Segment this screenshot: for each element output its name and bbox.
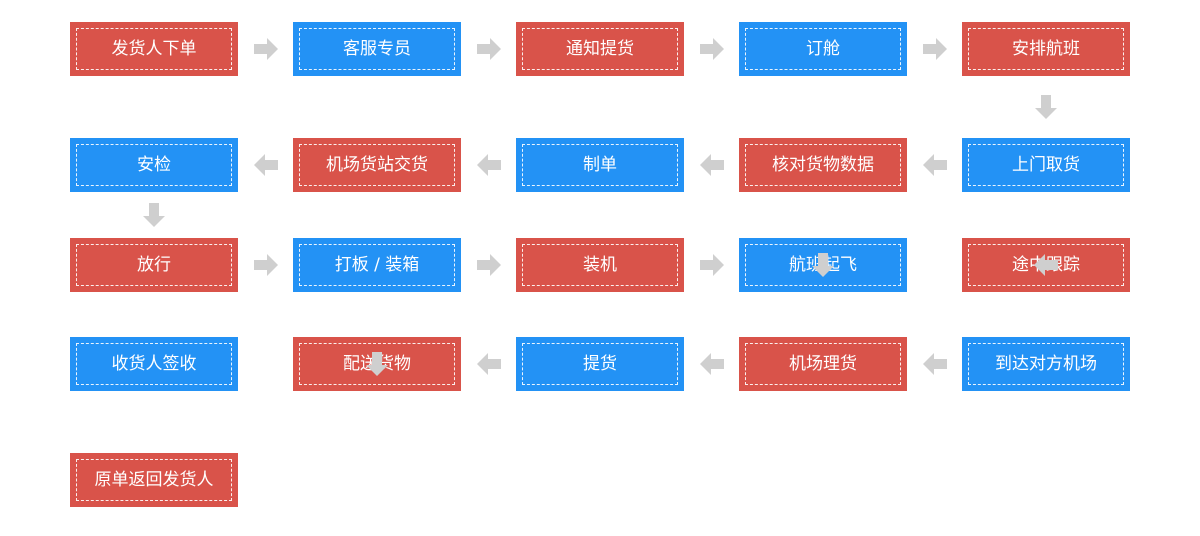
arrow-shape [699,38,724,60]
step-box: 途中跟踪 [962,238,1130,292]
step-box: 客服专员 [293,22,461,76]
step-box: 制单 [516,138,684,192]
arrow-shape [922,353,947,375]
step-box: 打板 / 装箱 [293,238,461,292]
arrow-shape [1035,95,1057,119]
step-box: 收货人签收 [70,337,238,391]
step-label: 装机 [583,254,617,275]
arrow-shape [699,254,724,276]
arrow-shape [253,154,278,176]
arrow-right-icon [920,34,950,64]
step-label: 原单返回发货人 [94,469,214,490]
step-box: 机场货站交货 [293,138,461,192]
arrow-left-icon [697,150,727,180]
arrow-left-icon [251,150,281,180]
arrow-left-icon [474,349,504,379]
step-box: 上门取货 [962,138,1130,192]
arrow-shape [253,254,278,276]
step-box: 提货 [516,337,684,391]
step-box: 安检 [70,138,238,192]
arrow-right-icon [251,250,281,280]
arrow-left-icon [920,349,950,379]
arrow-right-icon [251,34,281,64]
step-label: 到达对方机场 [995,353,1097,374]
step-label: 客服专员 [343,38,411,59]
arrow-shape [476,38,501,60]
arrow-right-icon [474,250,504,280]
step-box: 通知提货 [516,22,684,76]
step-box: 原单返回发货人 [70,453,238,507]
arrow-down-icon [1031,92,1061,122]
step-label: 机场货站交货 [326,154,428,175]
step-box: 机场理货 [739,337,907,391]
step-label: 制单 [583,154,617,175]
arrow-right-icon [697,34,727,64]
arrow-down-icon [808,250,838,280]
step-label: 发货人下单 [111,38,197,59]
arrow-left-icon [1031,250,1061,280]
step-box: 核对货物数据 [739,138,907,192]
arrow-right-icon [697,250,727,280]
arrow-down-icon [362,349,392,379]
arrow-shape [699,154,724,176]
step-box: 发货人下单 [70,22,238,76]
step-box: 到达对方机场 [962,337,1130,391]
arrow-shape [1034,254,1058,276]
step-label: 安排航班 [1012,38,1080,59]
arrow-shape [476,254,501,276]
arrow-down-icon [139,200,169,230]
step-label: 放行 [137,254,171,275]
arrow-left-icon [697,349,727,379]
arrow-right-icon [474,34,504,64]
step-label: 上门取货 [1012,154,1080,175]
arrow-shape [922,38,947,60]
arrow-shape [476,353,501,375]
step-label: 安检 [137,154,171,175]
step-label: 收货人签收 [111,353,197,374]
arrow-shape [922,154,947,176]
step-box: 安排航班 [962,22,1130,76]
step-label: 订舱 [806,38,840,59]
step-label: 通知提货 [566,38,634,59]
step-box: 放行 [70,238,238,292]
step-label: 打板 / 装箱 [334,254,420,275]
step-box: 装机 [516,238,684,292]
arrow-left-icon [920,150,950,180]
step-label: 提货 [583,353,617,374]
step-box: 订舱 [739,22,907,76]
step-label: 核对货物数据 [772,154,874,175]
arrow-left-icon [474,150,504,180]
arrow-shape [143,203,165,227]
arrow-shape [812,253,834,277]
arrow-shape [366,352,388,376]
arrow-shape [253,38,278,60]
step-label: 机场理货 [789,353,857,374]
arrow-shape [699,353,724,375]
arrow-shape [476,154,501,176]
